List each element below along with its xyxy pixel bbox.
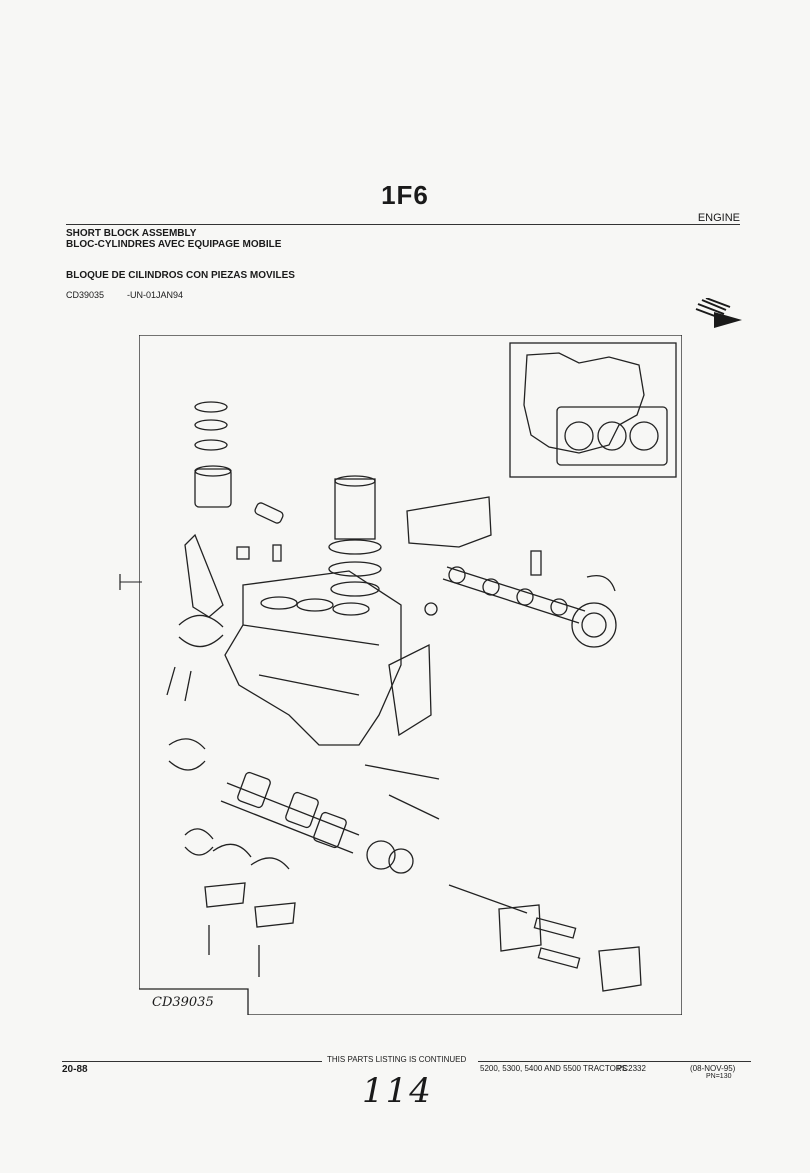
- handwritten-page-number: 114: [362, 1071, 433, 1111]
- serial-range: -UN-01JAN94: [127, 290, 184, 300]
- catalog-number: PC2332: [617, 1064, 646, 1073]
- page-code: 1F6: [381, 180, 429, 210]
- footer-rule-left: [62, 1061, 322, 1062]
- pn-number: PN=130: [706, 1073, 732, 1080]
- illustration-reference: CD39035: [66, 290, 105, 300]
- exploded-parts-illustration: [139, 335, 682, 1015]
- section-label: ENGINE: [697, 212, 740, 224]
- footer-rule-right: [478, 1061, 751, 1062]
- continued-arrow-icon: [695, 298, 742, 328]
- page-number: 20-88: [62, 1064, 88, 1075]
- tractor-models: 5200, 5300, 5400 AND 5500 TRACTORS: [480, 1064, 627, 1073]
- continued-notice: THIS PARTS LISTING IS CONTINUED: [327, 1055, 467, 1064]
- callout-marker: [119, 574, 142, 590]
- callout-number: 1: [117, 571, 118, 572]
- title-french: BLOC-CYLINDRES AVEC EQUIPAGE MOBILE: [66, 239, 282, 250]
- title-english: SHORT BLOCK ASSEMBLY: [66, 228, 197, 239]
- publication-date: (08-NOV-95): [690, 1064, 736, 1073]
- illustration-caption: CD39035: [152, 995, 214, 1010]
- title-spanish: BLOQUE DE CILINDROS CON PIEZAS MOVILES: [66, 270, 295, 281]
- header-rule: [66, 224, 740, 225]
